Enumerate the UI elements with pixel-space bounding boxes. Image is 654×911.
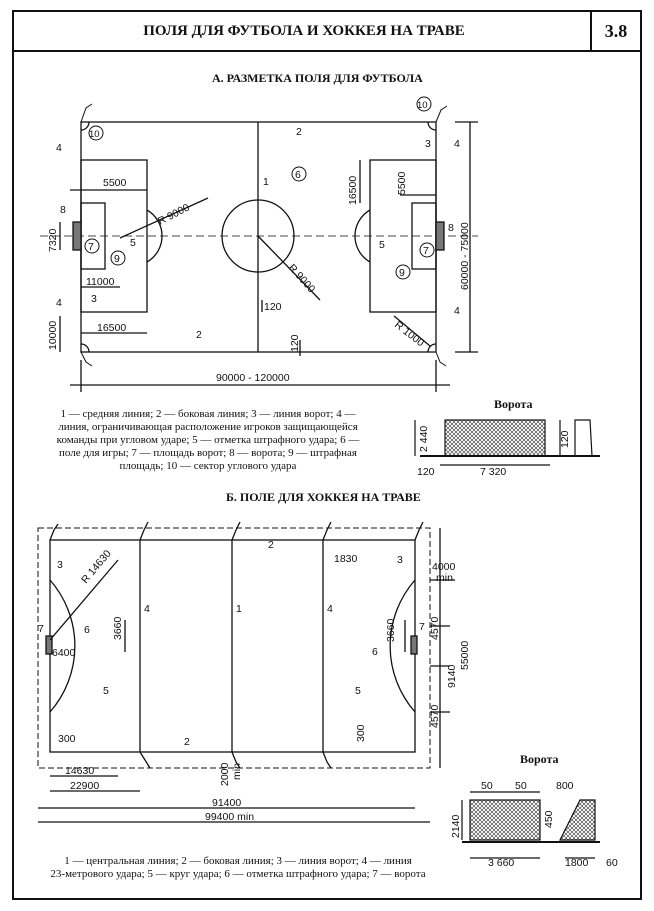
football-dim-11000: 11000 — [86, 276, 115, 288]
football-mark-10a: 10 — [89, 129, 100, 140]
hockey-dim-1830: 1830 — [334, 553, 358, 565]
football-mark-6: 6 — [295, 169, 301, 181]
football-mark-1: 1 — [263, 176, 269, 188]
caption-line: 1 — центральная линия; 2 — боковая линия… — [64, 855, 412, 867]
football-mark-4b: 4 — [454, 138, 460, 150]
hockey-goal-60: 60 — [606, 857, 618, 869]
football-mark-2b: 2 — [196, 329, 202, 341]
hockey-goal-w1: 50 — [481, 780, 493, 792]
hockey-mark-7b: 7 — [419, 621, 425, 633]
hockey-mark-5b: 5 — [355, 685, 361, 697]
hockey-dim-14630: 14630 — [65, 765, 94, 777]
hockey-dim-300-left: 300 — [58, 733, 76, 745]
football-dim-5500-left: 5500 — [103, 177, 127, 189]
hockey-dim-300-right: 300 — [355, 724, 367, 742]
hockey-mark-7a: 7 — [38, 623, 44, 635]
hockey-goal-w2: 50 — [515, 780, 527, 792]
football-goal-width: 7 320 — [480, 466, 506, 478]
football-dim-5500-right: 5500 — [396, 171, 408, 195]
hockey-mark-5a: 5 — [103, 685, 109, 697]
hockey-dim-3660-right: 3660 — [385, 618, 397, 642]
hockey-dim-4000-min: min — [436, 572, 453, 584]
page-title: ПОЛЯ ДЛЯ ФУТБОЛА И ХОККЕЯ НА ТРАВЕ — [143, 23, 465, 39]
header-bar: ПОЛЯ ДЛЯ ФУТБОЛА И ХОККЕЯ НА ТРАВЕ 3.8 — [14, 12, 640, 52]
hockey-dim-4000: 4000 — [432, 561, 456, 573]
hockey-caption: 1 — центральная линия; 2 — боковая линия… — [28, 855, 448, 881]
football-mark-4a: 4 — [56, 142, 62, 154]
hockey-dim-99400: 99400 min — [205, 811, 254, 823]
football-mark-9a: 9 — [114, 253, 120, 265]
hockey-mark-3b: 3 — [397, 554, 403, 566]
football-mark-2a: 2 — [296, 126, 302, 138]
football-goal-title: Ворота — [494, 397, 533, 411]
hockey-dim-55000: 55000 — [459, 641, 471, 670]
hockey-dim-91400: 91400 — [212, 797, 241, 809]
hockey-dim-4570-a: 4570 — [429, 616, 441, 640]
football-mark-10b: 10 — [417, 100, 428, 111]
football-dim-16500-vertical: 16500 — [347, 176, 359, 205]
caption-line: 1 — средняя линия; 2 — боковая линия; 3 … — [60, 408, 356, 420]
hockey-section-title: Б. ПОЛЕ ДЛЯ ХОККЕЯ НА ТРАВЕ — [226, 490, 421, 504]
hockey-dim-2000-min: min — [231, 763, 243, 780]
caption-line: команды при угловом ударе; 5 — отметка ш… — [56, 434, 360, 446]
football-goal-height: 2 440 — [418, 426, 430, 452]
hockey-dim-22900: 22900 — [70, 780, 99, 792]
football-mark-9b: 9 — [399, 267, 405, 279]
caption-line: линия, ограничивающая расположение игрок… — [58, 421, 358, 433]
page-number: 3.8 — [590, 12, 640, 50]
football-goal-post-b: 120 — [559, 430, 571, 448]
hockey-mark-2a: 2 — [268, 539, 274, 551]
football-mark-8a: 8 — [60, 204, 66, 216]
hockey-mark-1: 1 — [236, 603, 242, 615]
hockey-goal-title: Ворота — [520, 752, 559, 766]
football-dim-120-b: 120 — [289, 334, 301, 352]
hockey-mark-3a: 3 — [57, 559, 63, 571]
hockey-dim-3660-left: 3660 — [112, 616, 124, 640]
caption-line: поле для игры; 7 — площадь ворот; 8 — во… — [59, 447, 357, 459]
football-mark-7b: 7 — [423, 245, 429, 257]
football-mark-3b: 3 — [425, 138, 431, 150]
football-dim-7320: 7320 — [47, 228, 59, 252]
football-dim-10000: 10000 — [47, 321, 59, 350]
hockey-dim-9140: 9140 — [446, 664, 458, 688]
football-mark-5b: 5 — [379, 239, 385, 251]
football-section-title: А. РАЗМЕТКА ПОЛЯ ДЛЯ ФУТБОЛА — [212, 71, 423, 85]
caption-line: площадь; 10 — сектор углового удара — [119, 460, 297, 472]
hockey-mark-6a: 6 — [84, 624, 90, 636]
hockey-mark-4b: 4 — [327, 603, 333, 615]
football-mark-4d: 4 — [454, 305, 460, 317]
hockey-mark-4a: 4 — [144, 603, 150, 615]
football-dim-16500-horizontal: 16500 — [97, 322, 126, 334]
hockey-goal-800: 800 — [556, 780, 574, 792]
football-mark-8b: 8 — [448, 222, 454, 234]
football-mark-5a: 5 — [130, 237, 136, 249]
football-mark-4c: 4 — [56, 297, 62, 309]
page-frame: ПОЛЯ ДЛЯ ФУТБОЛА И ХОККЕЯ НА ТРАВЕ 3.8 — [12, 10, 642, 900]
football-dim-width: 60000 - 75000 — [459, 222, 471, 290]
hockey-dim-4570-b: 4570 — [429, 704, 441, 728]
hockey-mark-6b: 6 — [372, 646, 378, 658]
football-dim-120-a: 120 — [264, 301, 282, 313]
hockey-goal-width: 3 660 — [488, 857, 514, 869]
hockey-goal-height: 2140 — [450, 814, 462, 838]
hockey-dim-6400: 6400 — [52, 647, 76, 659]
hockey-mark-2b: 2 — [184, 736, 190, 748]
football-caption: 1 — средняя линия; 2 — боковая линия; 3 … — [18, 408, 398, 473]
hockey-goal-450: 450 — [543, 810, 555, 828]
hockey-dim-2000: 2000 — [219, 762, 231, 786]
hockey-goal-1800: 1800 — [565, 857, 589, 869]
football-left-goal — [72, 221, 82, 251]
football-mark-3a: 3 — [91, 293, 97, 305]
football-goal-post-a: 120 — [417, 466, 435, 478]
caption-line: 23-метрового удара; 5 — круг удара; 6 — … — [50, 868, 426, 880]
football-right-goal — [435, 221, 445, 251]
football-mark-7a: 7 — [88, 241, 94, 253]
football-dim-length: 90000 - 120000 — [216, 372, 290, 384]
